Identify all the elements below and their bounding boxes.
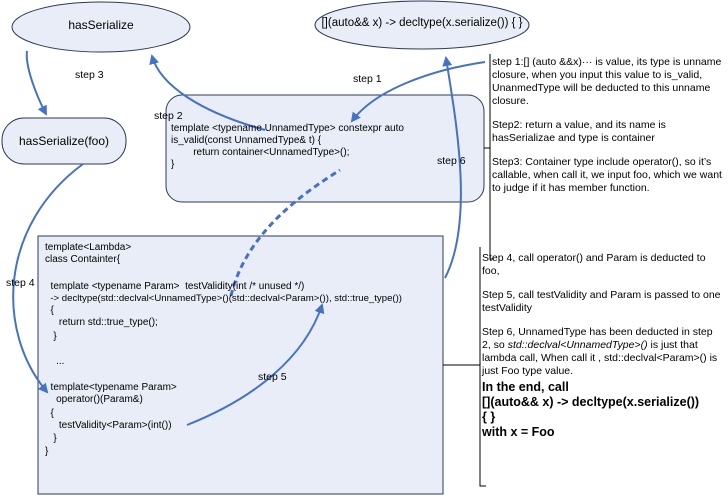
step1-label: step 1: [353, 73, 382, 85]
arrow-step2: [149, 54, 266, 131]
operator-4: testValidity<Param>(int()): [45, 420, 172, 431]
arrow-step3: [25, 50, 47, 116]
note-step6-italic: std::declval<UnnamedType>(): [507, 339, 648, 351]
node-has-serialize: [11, 1, 191, 53]
arrow-dashed-link: [229, 168, 341, 297]
test-validity-5: }: [45, 331, 57, 342]
operator-5: }: [45, 433, 57, 444]
note-step4: Step 4, call operator() and Param is ded…: [482, 252, 706, 277]
container-header-1: template<Lambda>: [45, 242, 132, 253]
step4-label: step 4: [6, 277, 35, 289]
final-line-2: [](auto&& x) -> decltype(x.serialize()): [482, 395, 700, 409]
lambda-label: [](auto&& x) -> decltype(x.serialize()) …: [321, 17, 523, 29]
operator-6: }: [45, 446, 49, 457]
note-step3: Step3: Container type include operator()…: [492, 156, 722, 194]
note-step5: Step 5, call testValidity and Param is p…: [482, 289, 721, 314]
node-has-serialize-foo: [1, 117, 127, 165]
is-valid-line-2: is_valid(const UnnamedType& t) {: [171, 135, 322, 146]
test-validity-4: return std::true_type();: [45, 317, 158, 328]
container-header-2: class Containter{: [45, 254, 121, 265]
node-lambda: [314, 0, 530, 50]
note-step6-b: is just that lambda call, When call it ,…: [482, 339, 718, 377]
has-serialize-label: hasSerialize: [68, 18, 134, 32]
final-line-1: In the end, call: [482, 380, 569, 394]
test-validity-1: template <typename Param> testValidity(i…: [45, 281, 305, 292]
note-bottom-bracket: [479, 247, 486, 487]
has-serialize-foo-label: hasSerialize(foo): [18, 134, 110, 148]
operator-2: operator()(Param&): [45, 394, 143, 405]
note-step1: step 1:[] (auto &&x)··· is value, its ty…: [492, 56, 722, 107]
final-line-3: { }: [482, 410, 496, 424]
is-valid-line-4: }: [171, 159, 175, 170]
note-step6: Step 6, UnnamedType has been deducted in…: [482, 326, 724, 378]
note-bottom: Step 4, call operator() and Param is ded…: [482, 252, 724, 440]
container-ellipsis: ...: [45, 356, 65, 367]
step5-label: step 5: [258, 371, 287, 383]
final-line-4: with x = Foo: [482, 425, 555, 439]
arrow-step4: [12, 163, 84, 394]
arrow-step6: [442, 56, 462, 279]
operator-1: template<typename Param>: [45, 382, 177, 393]
container-box: [37, 235, 444, 495]
arrow-step1: [350, 61, 486, 123]
test-validity-3: {: [45, 305, 54, 316]
arrow-step5: [186, 303, 325, 426]
note-top: step 1:[] (auto &&x)··· is value, its ty…: [492, 56, 724, 206]
is-valid-line-3: return container<UnnamedType>();: [171, 147, 350, 158]
test-validity-2: -> decltype(std::declval<UnnamedType>()(…: [45, 293, 402, 304]
note-step6-a: Step 6, UnnamedType has been deducted in…: [482, 326, 713, 351]
step6-label: step 6: [437, 155, 466, 167]
note-step2: Step2: return a value, and its name is h…: [492, 119, 666, 144]
step3-label: step 3: [75, 69, 104, 81]
step2-label: step 2: [154, 110, 183, 122]
note-top-bracket: [489, 54, 494, 260]
operator-3: {: [45, 408, 54, 419]
is-valid-line-1: template <typename UnnamedType> constexp…: [171, 123, 404, 134]
